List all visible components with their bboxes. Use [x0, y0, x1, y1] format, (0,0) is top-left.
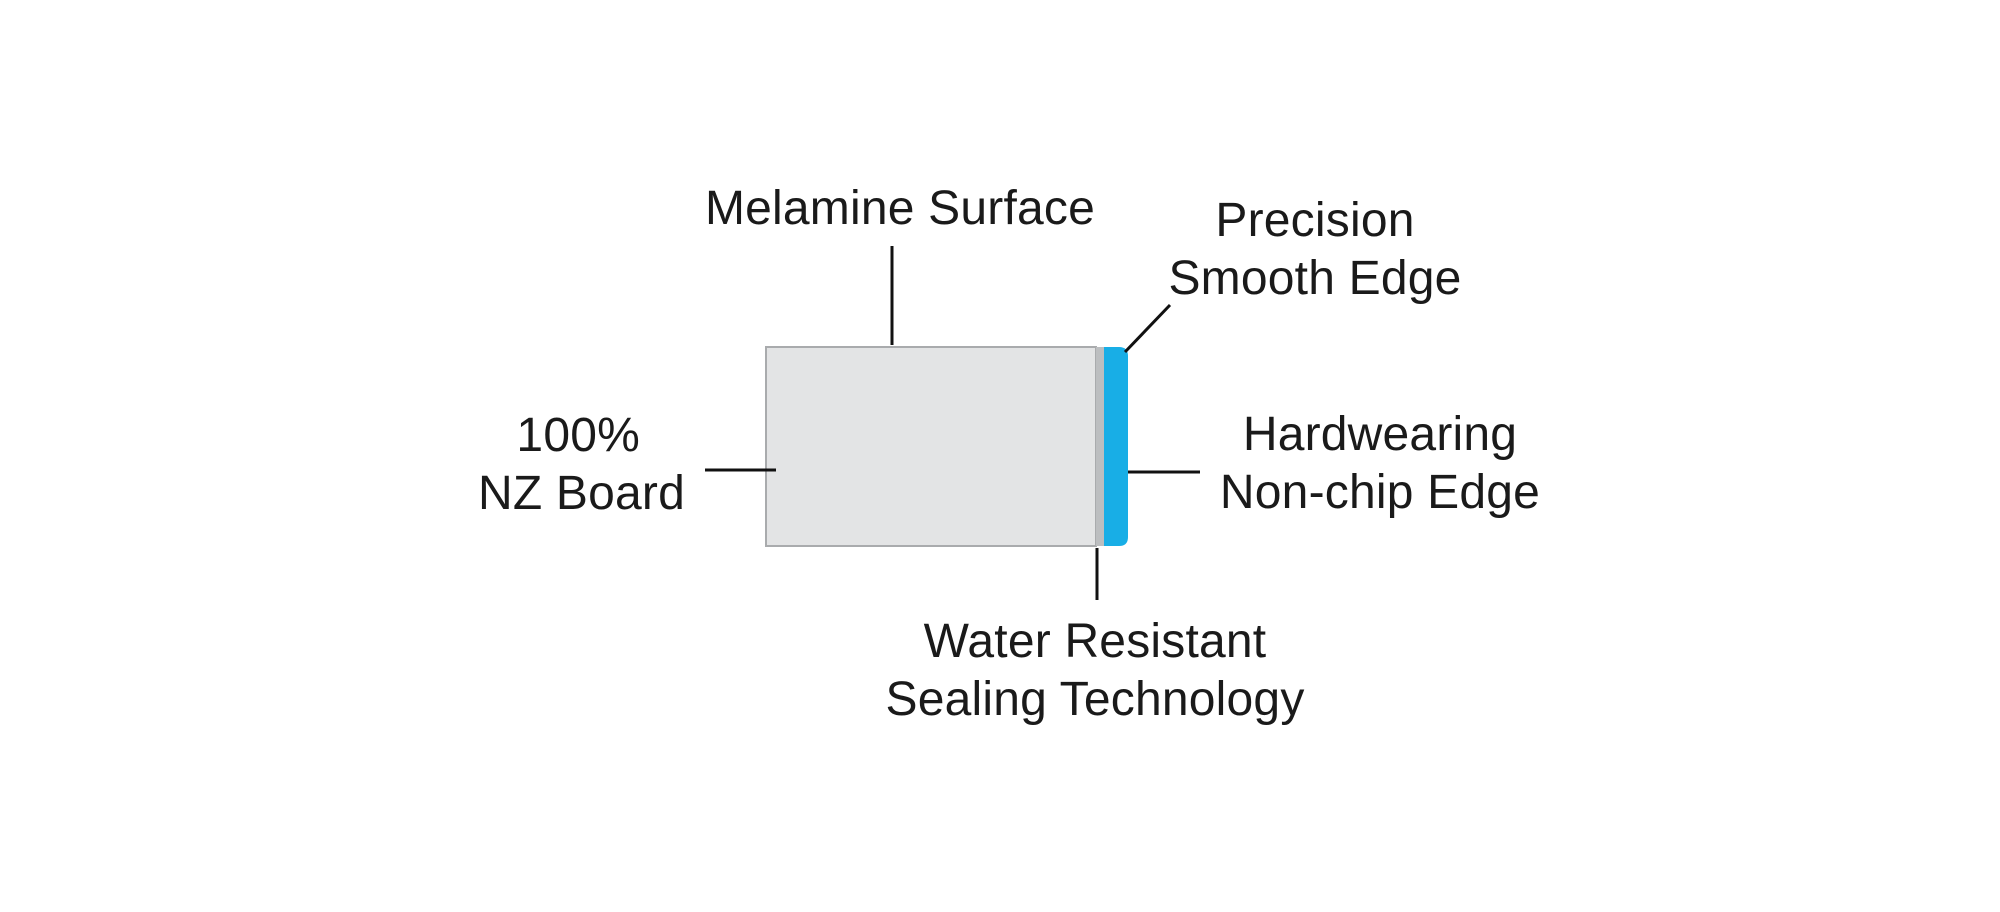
label-melamine-surface-text: Melamine Surface [704, 182, 1096, 235]
label-nz-board: 100% NZ Board [380, 407, 685, 523]
leader-line-precision [1123, 303, 1172, 354]
label-precision-line1: Precision [1215, 194, 1415, 247]
label-water-line2: Sealing Technology [885, 673, 1305, 726]
label-precision-line2: Smooth Edge [1168, 252, 1462, 305]
sealing-strip [1096, 347, 1104, 546]
label-water-line1: Water Resistant [923, 615, 1267, 668]
edge-band [1104, 347, 1128, 546]
label-nz-board-line1: 100% [516, 409, 640, 462]
label-melamine-surface: Melamine Surface [700, 180, 1100, 238]
label-hardwearing-non-chip-edge: Hardwearing Non-chip Edge [1205, 406, 1555, 522]
label-hardwearing-line1: Hardwearing [1242, 408, 1518, 461]
label-water-resistant-sealing: Water Resistant Sealing Technology [870, 613, 1320, 729]
label-hardwearing-line2: Non-chip Edge [1219, 466, 1541, 519]
nz-board-body [765, 346, 1097, 547]
label-nz-board-line2: NZ Board [477, 467, 685, 520]
label-precision-smooth-edge: Precision Smooth Edge [1155, 192, 1475, 308]
